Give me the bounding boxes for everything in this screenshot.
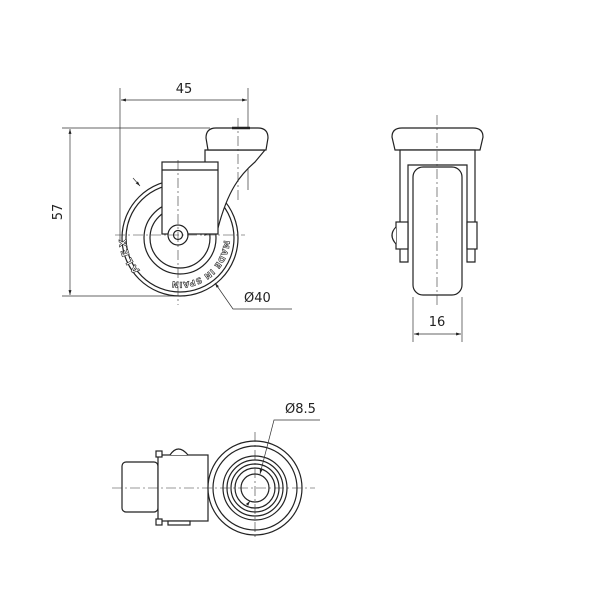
- mounting-plate: [205, 127, 269, 151]
- axle-cap-left: [395, 221, 409, 250]
- diameter-40-label: Ø40: [244, 291, 271, 306]
- diameter-40-leader: [214, 282, 292, 310]
- diameter-8.5-label: Ø8.5: [285, 402, 316, 417]
- axle-bolt-head: [169, 448, 189, 456]
- fork-tab: [155, 518, 163, 526]
- fork-body: [157, 454, 209, 522]
- top-view: Ø8.5: [112, 402, 320, 540]
- dimension-45-label: 45: [176, 82, 193, 97]
- fork-tab: [155, 450, 163, 458]
- leader-arrow: [245, 500, 251, 506]
- wheel-top: [121, 461, 159, 513]
- fork-leg: [161, 161, 219, 235]
- front-view: 45 57 ALEX MADE IN SPAIN Ø40: [51, 82, 292, 310]
- mounting-plate: [391, 127, 484, 151]
- diameter-8.5-leader: [259, 419, 320, 475]
- dimension-16-label: 16: [429, 315, 446, 330]
- wheel-profile: [412, 166, 463, 296]
- leader-arrow: [132, 177, 141, 187]
- fork: [399, 149, 476, 263]
- axle-cap: [167, 520, 191, 526]
- axle-bolt-head: [391, 226, 397, 245]
- dimension-57-label: 57: [51, 204, 66, 221]
- side-view: 16: [391, 115, 484, 342]
- axle-cap-right: [466, 221, 478, 250]
